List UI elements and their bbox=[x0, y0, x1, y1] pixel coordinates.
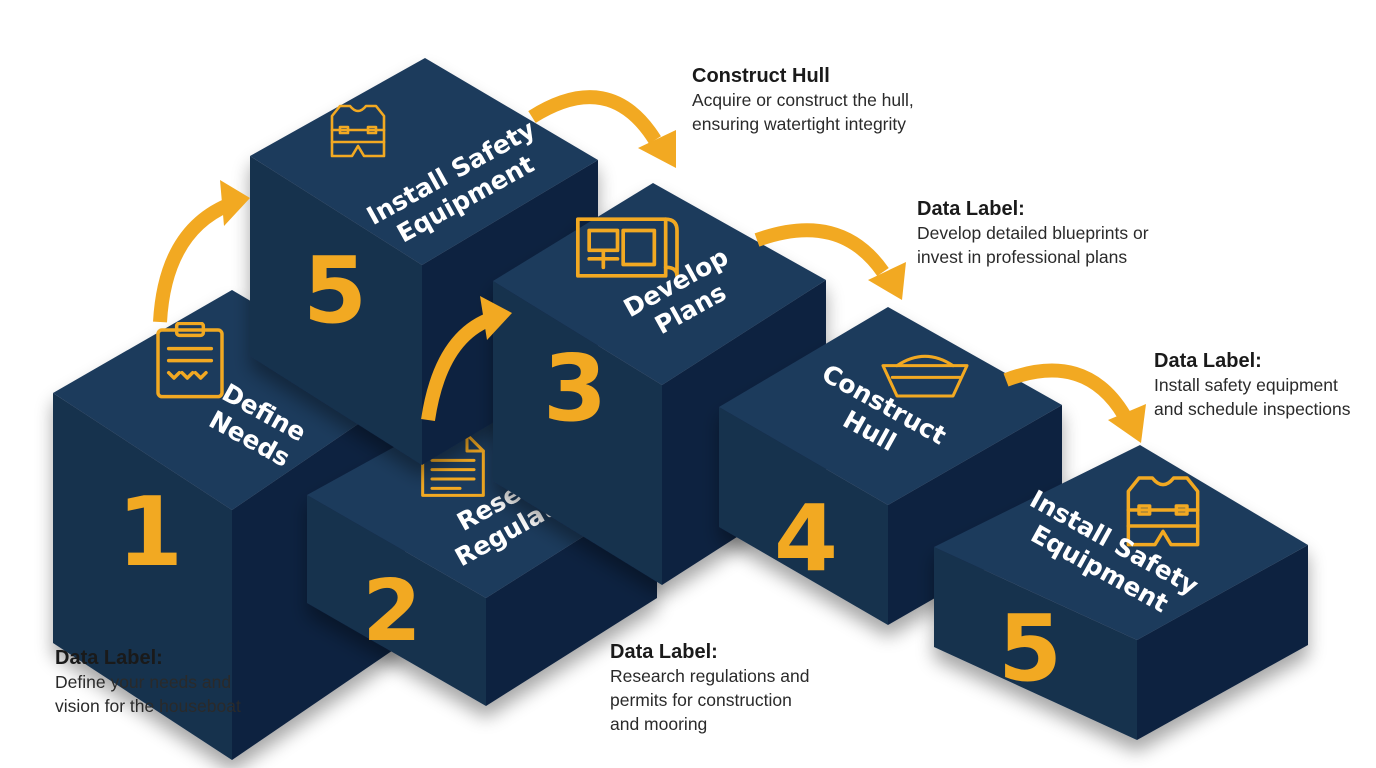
annotation-title: Data Label: bbox=[55, 647, 163, 669]
step-number: 2 bbox=[362, 562, 421, 661]
cube-top-face bbox=[719, 307, 1062, 505]
flow-arrow-1 bbox=[153, 180, 250, 323]
annotation-body: Research regulations and permits for con… bbox=[610, 666, 810, 734]
annotation-body: Acquire or construct the hull, ensuring … bbox=[692, 90, 914, 134]
flow-arrow-2 bbox=[421, 296, 512, 422]
arrow-shaft bbox=[153, 198, 231, 323]
annotation-install-safety: Data Label: Install safety equipment and… bbox=[1154, 349, 1351, 421]
cube-left-face bbox=[719, 407, 888, 625]
annotation-title: Data Label: bbox=[1154, 350, 1262, 372]
cube-left-face bbox=[250, 156, 422, 465]
step-number: 4 bbox=[774, 485, 838, 592]
cube-right-face bbox=[888, 405, 1062, 625]
step-number: 3 bbox=[543, 335, 607, 442]
step-number: 5 bbox=[998, 595, 1062, 702]
annotation-title: Construct Hull bbox=[692, 65, 830, 87]
arrow-head-icon bbox=[638, 130, 676, 168]
cube-left-face bbox=[53, 393, 232, 760]
arrow-head-icon bbox=[1108, 404, 1146, 443]
cube-left-face bbox=[934, 547, 1137, 740]
cube-left-face bbox=[307, 495, 486, 706]
arrow-shaft bbox=[528, 90, 661, 144]
cube-right-face bbox=[1137, 545, 1308, 740]
annotation-define-needs: Data Label: Define your needs and vision… bbox=[55, 646, 241, 718]
cube-top-face bbox=[934, 445, 1308, 640]
arrow-head-icon bbox=[868, 262, 906, 300]
arrow-head-icon bbox=[480, 296, 512, 340]
annotation-title: Data Label: bbox=[610, 641, 718, 663]
flow-arrow-3 bbox=[528, 90, 676, 168]
annotation-develop-plans: Data Label: Develop detailed blueprints … bbox=[917, 197, 1149, 269]
annotation-body: Define your needs and vision for the hou… bbox=[55, 672, 241, 716]
flow-arrow-5 bbox=[1003, 363, 1146, 443]
annotation-construct-hull: Construct Hull Acquire or construct the … bbox=[692, 64, 914, 136]
arrow-shaft bbox=[1003, 363, 1131, 419]
annotation-body: Install safety equipment and schedule in… bbox=[1154, 375, 1351, 419]
arrow-shaft bbox=[421, 313, 491, 422]
annotation-research-regulations: Data Label: Research regulations and per… bbox=[610, 640, 809, 736]
arrow-shaft bbox=[754, 223, 889, 277]
arrow-head-icon bbox=[220, 180, 250, 226]
step-number: 5 bbox=[303, 237, 367, 344]
annotation-title: Data Label: bbox=[917, 198, 1025, 220]
cube-left-face bbox=[493, 281, 662, 585]
flow-arrow-4 bbox=[754, 223, 906, 300]
step-number: 1 bbox=[117, 478, 183, 588]
annotation-body: Develop detailed blueprints or invest in… bbox=[917, 223, 1149, 267]
